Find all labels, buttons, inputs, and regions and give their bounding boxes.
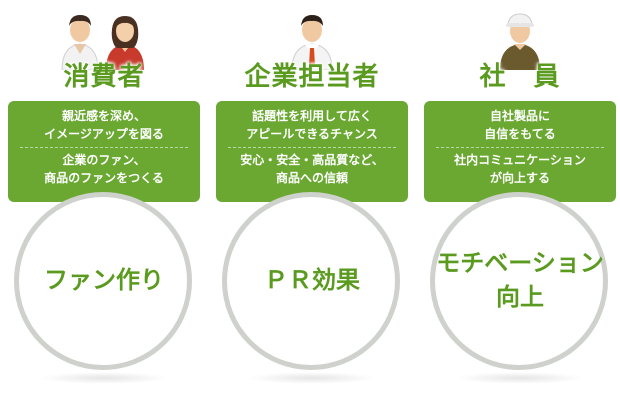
people-illustration — [416, 8, 620, 70]
businessman-icon — [291, 15, 333, 70]
bubble-text: 企業のファン、 — [62, 153, 146, 167]
column-consumer: 消費者 親近感を深め、 イメージアップを図る 企業のファン、 商品のファンをつく… — [0, 0, 208, 400]
bubble-text: 社内コミュニケーション — [454, 153, 586, 167]
man-icon — [61, 15, 99, 70]
result-label: モチベーション 向上 — [416, 246, 620, 314]
column-title: 社 員 — [479, 62, 561, 92]
bubble-text: 自社製品に — [489, 109, 550, 123]
circle-shadow — [248, 372, 376, 384]
speech-bubble: 自社製品に 自信をもてる 社内コミュニケーション が向上する — [424, 101, 616, 202]
bubble-text: 親近感を深め、 — [61, 109, 146, 123]
bubble-text: 話題性を利用して広く — [252, 109, 372, 123]
result-label: ファン作り — [0, 263, 208, 297]
bubble-divider — [436, 147, 604, 148]
bubble-divider — [20, 147, 188, 148]
speech-bubble: 話題性を利用して広く アピールできるチャンス 安心・安全・高品質など、 商品への… — [216, 101, 408, 202]
result-text: モチベーション — [436, 249, 604, 277]
speech-bubble: 親近感を深め、 イメージアップを図る 企業のファン、 商品のファンをつくる — [8, 101, 200, 202]
result-circle — [222, 192, 400, 370]
column-title: 消費者 — [63, 62, 145, 92]
result-text: ファン作り — [44, 266, 164, 294]
column-title: 企業担当者 — [244, 62, 380, 92]
bubble-text: 商品への信頼 — [275, 171, 348, 185]
result-circle — [14, 192, 192, 370]
bubble-text: 安心・安全・高品質など、 — [240, 153, 384, 167]
result-circle — [430, 192, 608, 370]
bubble-divider — [228, 147, 396, 148]
result-text: ＰＲ効果 — [264, 266, 360, 294]
bubble-text: が向上する — [489, 171, 550, 185]
column-employees: 社 員 自社製品に 自信をもてる 社内コミュニケーション が向上する モチベーシ… — [416, 0, 620, 400]
people-illustration — [0, 8, 208, 70]
result-label: ＰＲ効果 — [208, 263, 416, 297]
circle-shadow — [40, 372, 168, 384]
column-company-staff: 企業担当者 話題性を利用して広く アピールできるチャンス 安心・安全・高品質など… — [208, 0, 416, 400]
bubble-text: イメージアップを図る — [44, 127, 164, 141]
woman-icon — [106, 16, 144, 70]
worker-icon — [500, 13, 540, 70]
bubble-text: 商品のファンをつくる — [44, 171, 164, 185]
bubble-text: アピールできるチャンス — [246, 127, 378, 141]
people-illustration — [208, 8, 416, 70]
bubble-text: 自信をもてる — [484, 127, 556, 141]
result-text: 向上 — [496, 283, 544, 311]
circle-shadow — [456, 372, 584, 384]
